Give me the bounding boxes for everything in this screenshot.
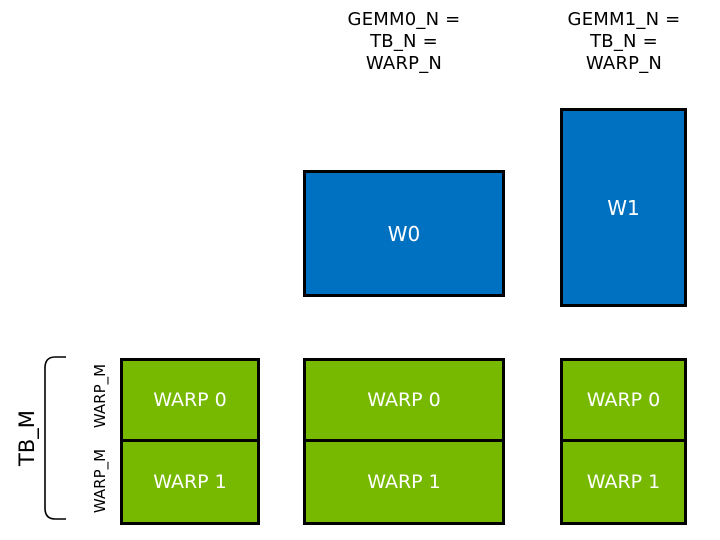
tb-m-bracket [44,356,66,520]
warp-tile-w1: W1 [560,108,687,307]
warp-box-col1-warp0: WARP 0 [303,358,505,442]
warp-tile-w0: W0 [303,170,505,297]
warp-box-label: WARP 1 [153,471,227,493]
warp-m-label-1: WARP_M [91,448,109,514]
warp-box-label: WARP 0 [153,389,227,411]
warp-box-label: WARP 0 [586,389,661,411]
warp-tile-w1-label: W1 [607,195,640,220]
warp-box-col1-warp1: WARP 1 [303,439,505,525]
warp-box-col0-warp0: WARP 0 [120,358,260,442]
warp-box-label: WARP 1 [367,471,441,493]
warp-box-col2-warp0: WARP 0 [560,358,687,442]
warp-box-label: WARP 1 [586,471,661,493]
warp-box-label: WARP 0 [367,389,441,411]
gemm1-column-header: GEMM1_N = TB_N = WARP_N [567,9,681,74]
warp-box-col0-warp1: WARP 1 [120,439,260,525]
gemm0-column-header: GEMM0_N = TB_N = WARP_N [347,9,461,74]
tb-m-label: TB_M [15,410,39,466]
warp-tile-w0-label: W0 [387,221,421,246]
warp-box-col2-warp1: WARP 1 [560,439,687,525]
